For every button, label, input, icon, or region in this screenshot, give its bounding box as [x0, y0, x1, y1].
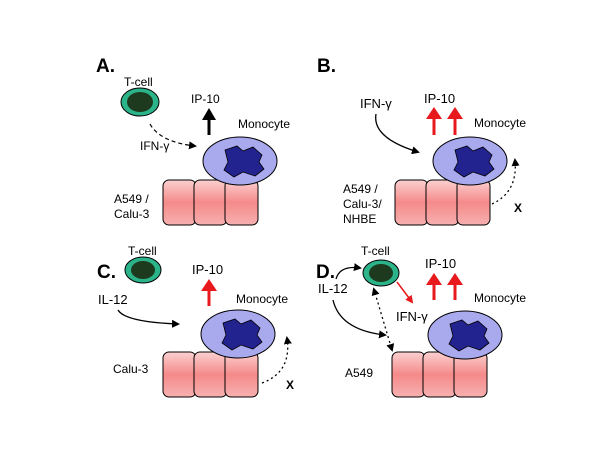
panel-d-epithelium-icon [391, 351, 488, 398]
panel-b-cell-line-2: Calu-3/ [343, 197, 382, 211]
panel-c-tcell-label: T-cell [128, 244, 157, 258]
panel-b-cell-line-3: NHBE [343, 212, 376, 226]
panel-d-il12-epithelium-arrow [332, 299, 387, 339]
panel-d-red-up-arrow-icon [426, 273, 442, 300]
panel-b-monocyte-icon [432, 136, 508, 186]
panel-a-up-arrow-icon [202, 108, 216, 135]
panel-c-dotted-arrow [261, 336, 292, 384]
panel-c-ip10-label: IP-10 [192, 262, 223, 277]
panel-a-epithelium-icon [162, 179, 259, 226]
panel-b-ifn-label: IFN-γ [360, 96, 392, 111]
panel-d-letter: D. [316, 262, 335, 283]
panel-b-cell-line-1: A549 / [343, 182, 378, 196]
panel-a-cell-line-2: Calu-3 [114, 207, 150, 221]
panel-d-tcell-icon [362, 259, 400, 287]
panel-a-tcell-label: T-cell [124, 75, 153, 89]
panel-d-cell-line-1: A549 [345, 366, 373, 380]
panel-a: A. T-cell IFN-γ IP-10 Monocyte A549 / Ca… [96, 56, 290, 226]
panel-d-il12-label: IL-12 [318, 281, 348, 296]
panel-c-epithelium-icon [162, 351, 259, 398]
panel-c-tcell-icon [124, 256, 162, 284]
panel-d-monocyte-label: Monocyte [474, 291, 526, 305]
panel-b-ip10-label: IP-10 [424, 91, 455, 106]
panel-d-ifn-label: IFN-γ [396, 309, 428, 324]
panel-d-ip10-label: IP-10 [425, 256, 456, 271]
panel-c-red-up-arrow-icon [201, 279, 217, 306]
panel-a-ip10-label: IP-10 [191, 92, 220, 106]
panel-c-il12-label: IL-12 [98, 292, 128, 307]
panel-d-red-up-arrow-icon [447, 273, 463, 300]
panel-c-il12-arrow [117, 309, 180, 328]
panel-b-ifn-arrow [375, 113, 420, 155]
panel-c-cell-line-1: Calu-3 [113, 362, 149, 376]
panel-d-il12-tcell-arrow [335, 263, 362, 280]
panel-a-letter: A. [96, 56, 115, 77]
panel-a-ifn-label: IFN-γ [140, 139, 169, 153]
panel-d-red-ifn-arrow [396, 281, 414, 304]
panel-d-monocyte-icon [427, 310, 503, 360]
panel-b-letter: B. [317, 56, 336, 77]
panel-c-monocyte-icon [200, 309, 276, 359]
panel-c-x-mark: X [286, 378, 294, 392]
panel-c-letter: C. [97, 262, 116, 283]
panel-a-tcell-icon [120, 87, 160, 117]
panel-b-x-mark: X [514, 201, 522, 215]
panel-b-monocyte-label: Monocyte [474, 116, 526, 130]
panel-b: B. IFN-γ IP-10 Monocyte X A549 / Calu-3/… [317, 56, 526, 226]
panel-d: D. T-cell IL-12 IFN-γ IP-10 Monocyte [316, 244, 526, 398]
panel-b-epithelium-icon [394, 179, 491, 226]
panel-c: C. T-cell IL-12 IP-10 Monocyte X Calu-3 [97, 244, 294, 398]
panel-b-dotted-arrow [491, 158, 520, 205]
panel-d-dotted-double-arrow [371, 287, 395, 352]
panel-b-red-up-arrow-icon [426, 107, 442, 135]
panel-a-ifn-arrow [149, 123, 197, 150]
panel-a-monocyte-icon [202, 136, 278, 186]
panel-d-tcell-label: T-cell [361, 244, 390, 258]
panel-c-monocyte-label: Monocyte [236, 292, 288, 306]
panel-a-cell-line-1: A549 / [114, 192, 149, 206]
panel-a-monocyte-label: Monocyte [238, 117, 290, 131]
panel-b-red-up-arrow-icon [447, 107, 463, 135]
